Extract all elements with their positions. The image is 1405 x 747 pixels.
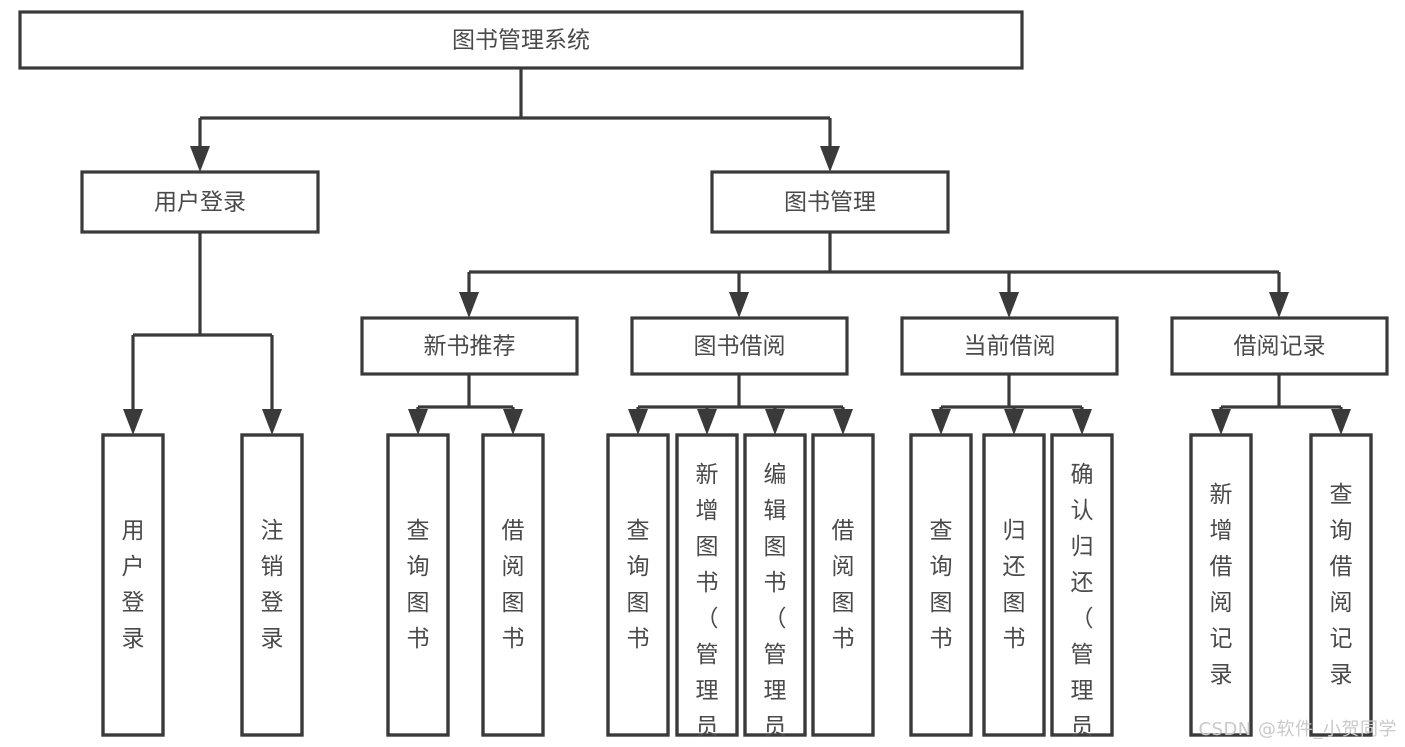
arrow-head-icon [820,146,840,172]
branch-node[interactable]: 用户登录 [80,170,320,234]
leaf-node[interactable]: 查询图书 [909,433,973,737]
branch-node[interactable]: 图书管理 [710,170,950,234]
leaf-node-box[interactable] [1050,433,1114,737]
subbranch-node-label: 借阅记录 [1234,334,1326,360]
leaf-node-box[interactable] [481,433,545,737]
subbranch-node[interactable]: 当前借阅 [900,316,1119,376]
connector-root-bus [190,68,840,172]
subbranch-node-box[interactable] [1170,316,1389,376]
arrow-head-icon [1269,292,1289,318]
leaf-node-label: 借阅图书 [832,518,855,652]
arrow-head-icon [1004,409,1024,435]
root-node[interactable]: 图书管理系统 [18,10,1024,70]
arrow-head-icon [1211,409,1231,435]
arrow-head-icon [697,409,717,435]
leaf-node[interactable]: 查询借阅记录 [1309,433,1373,737]
arrow-head-icon [503,409,523,435]
connector-book-mgmt-bus [459,232,1289,318]
leaf-node[interactable]: 借阅图书 [811,433,875,737]
arrow-head-icon [1331,409,1351,435]
leaf-node-label: 确认归还（管理员） [1071,462,1094,747]
branch-node-label: 用户登录 [154,190,246,216]
arrow-head-icon [123,409,143,435]
leaf-node[interactable]: 编辑图书（管理员） [743,433,807,747]
leaf-node-label: 归还图书 [1003,518,1026,652]
subbranch-node[interactable]: 新书推荐 [360,316,579,376]
arrow-head-icon [1072,409,1092,435]
connector-borrow-book-bus [628,374,853,435]
leaf-node-box[interactable] [101,433,165,737]
leaf-node-label: 注销登录 [261,518,284,652]
leaf-node-box[interactable] [1309,433,1373,737]
subbranch-node-box[interactable] [900,316,1119,376]
leaf-node-label: 新增图书（管理员） [696,462,719,747]
leaf-node[interactable]: 借阅图书 [481,433,545,737]
branch-node-label: 图书管理 [784,190,876,216]
subbranch-node[interactable]: 借阅记录 [1170,316,1389,376]
leaf-node[interactable]: 新增图书（管理员） [675,433,739,747]
leaf-node-label: 查询借阅记录 [1330,482,1353,688]
connector-layer [123,68,1351,435]
leaf-node[interactable]: 用户登录 [101,433,165,737]
subbranch-node-box[interactable] [360,316,579,376]
leaf-node-box[interactable] [743,433,807,737]
subbranch-node[interactable]: 图书借阅 [630,316,849,376]
root-node-box[interactable] [18,10,1024,70]
arrow-head-icon [999,292,1019,318]
leaf-node-label: 借阅图书 [502,518,525,652]
connector-record-bus [1211,374,1351,435]
leaf-node-box[interactable] [606,433,670,737]
arrow-head-icon [262,409,282,435]
branch-node-box[interactable] [710,170,950,234]
subbranch-node-box[interactable] [630,316,849,376]
subbranch-node-label: 图书借阅 [694,334,786,360]
arrow-head-icon [833,409,853,435]
connector-new-book-bus [408,374,523,435]
leaf-node[interactable]: 新增借阅记录 [1189,433,1253,737]
arrow-head-icon [408,409,428,435]
leaf-node-box[interactable] [1189,433,1253,737]
leaf-node-box[interactable] [386,433,450,737]
leaf-node-box[interactable] [982,433,1046,737]
leaf-node[interactable]: 查询图书 [386,433,450,737]
leaf-node-label: 用户登录 [122,518,145,652]
branch-node-box[interactable] [80,170,320,234]
arrow-head-icon [459,292,479,318]
arrow-head-icon [628,409,648,435]
leaf-node[interactable]: 确认归还（管理员） [1050,433,1114,747]
arrow-head-icon [765,409,785,435]
leaf-node-box[interactable] [811,433,875,737]
leaf-node-label: 查询图书 [930,518,953,652]
node-layer: 图书管理系统用户登录图书管理新书推荐图书借阅当前借阅借阅记录用户登录注销登录查询… [18,10,1389,747]
arrow-head-icon [729,292,749,318]
arrow-head-icon [190,146,210,172]
leaf-node-label: 编辑图书（管理员） [764,462,787,747]
leaf-node-box[interactable] [240,433,304,737]
watermark-text: CSDN @软件_小贺同学 [1198,719,1397,740]
leaf-node-label: 新增借阅记录 [1210,482,1233,688]
leaf-node[interactable]: 查询图书 [606,433,670,737]
leaf-node-box[interactable] [675,433,739,737]
root-node-label: 图书管理系统 [452,28,590,54]
leaf-node[interactable]: 归还图书 [982,433,1046,737]
leaf-node-label: 查询图书 [407,518,430,652]
leaf-node-label: 查询图书 [627,518,650,652]
connector-current-bus [931,374,1092,435]
subbranch-node-label: 当前借阅 [964,334,1056,360]
leaf-node-box[interactable] [909,433,973,737]
connector-user-login-bus [123,232,282,435]
leaf-node[interactable]: 注销登录 [240,433,304,737]
arrow-head-icon [931,409,951,435]
subbranch-node-label: 新书推荐 [424,334,516,360]
